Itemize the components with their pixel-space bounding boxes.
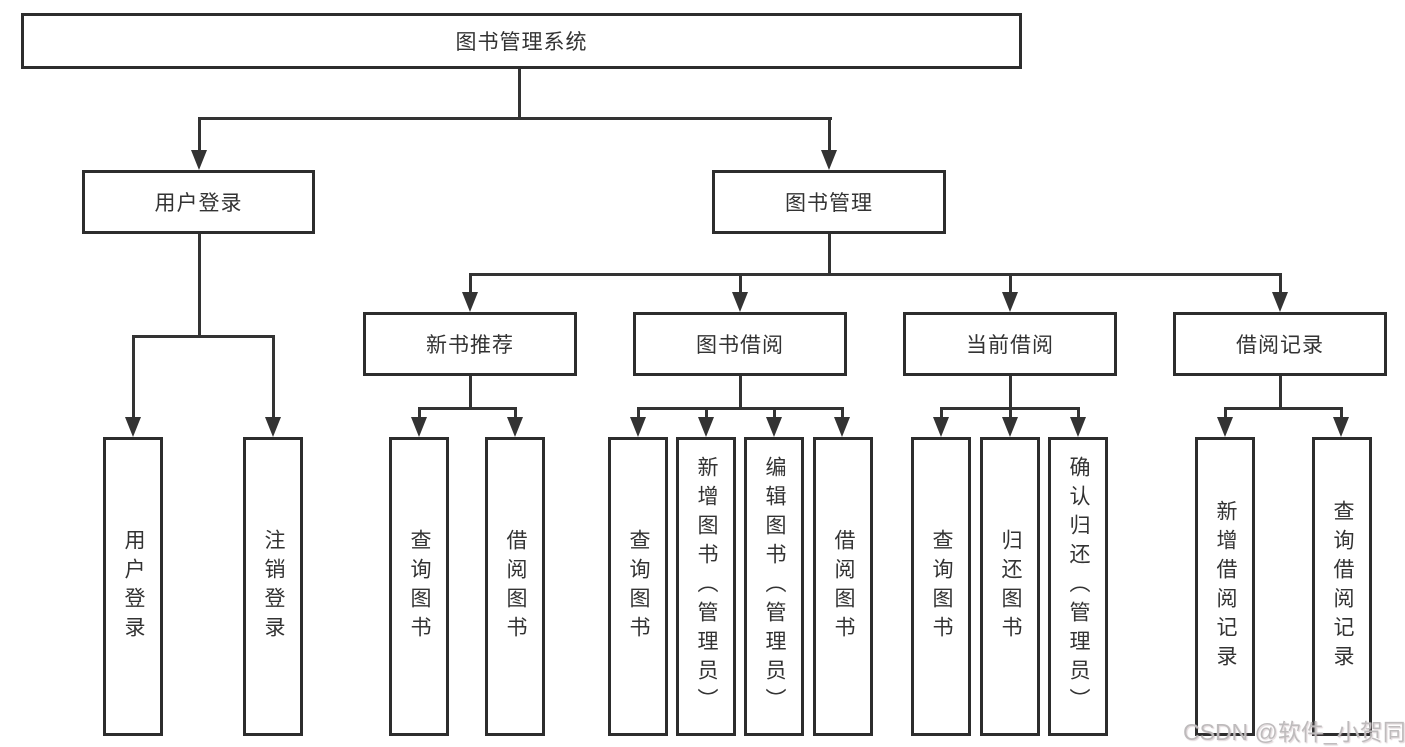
- leaf-return-books: 归还图书: [980, 437, 1040, 736]
- edge-drop-logout: [272, 335, 275, 419]
- edge-g4-drop1: [940, 407, 943, 419]
- leaf-logout: 注销登录: [243, 437, 303, 736]
- leaf-query-borrow-record: 查询借阅记录: [1312, 437, 1372, 736]
- arrowhead-g4-1: [933, 417, 949, 437]
- edge-g5-bar: [1224, 407, 1343, 410]
- node-borrowing-records: 借阅记录: [1173, 312, 1387, 376]
- edge-drop-borrow-record: [1279, 273, 1282, 294]
- arrowhead-book-management: [821, 150, 837, 170]
- edge-g3-drop3: [773, 407, 776, 419]
- edge-drop-current-borrow: [1009, 273, 1012, 294]
- edge-drop-book-management: [828, 117, 831, 152]
- arrowhead-book-borrow: [732, 292, 748, 312]
- arrowhead-logout: [265, 417, 281, 437]
- leaf-label: 确认归还（管理员）: [1067, 456, 1091, 717]
- arrowhead-g2-1: [411, 417, 427, 437]
- leaf-label: 注销登录: [262, 528, 286, 645]
- node-label: 当前借阅: [966, 334, 1054, 357]
- leaf-borrow-books-2: 借阅图书: [813, 437, 873, 736]
- edge-g5-drop2: [1340, 407, 1343, 419]
- csdn-watermark: CSDN @软件_小贺同学: [1183, 719, 1405, 745]
- leaf-label: 查询借阅记录: [1331, 499, 1355, 674]
- node-label: 新书推荐: [426, 334, 514, 357]
- edge-root-stub: [518, 69, 521, 117]
- arrowhead-current-borrow: [1002, 292, 1018, 312]
- edge-drop-user-login: [198, 117, 201, 152]
- edge-g3-bar: [637, 407, 844, 410]
- arrowhead-g3-4: [834, 417, 850, 437]
- edge-g5-drop1: [1224, 407, 1227, 419]
- leaf-query-books-1: 查询图书: [389, 437, 449, 736]
- leaf-label: 归还图书: [999, 528, 1023, 645]
- arrowhead-new-book: [462, 292, 478, 312]
- leaf-label: 查询图书: [408, 528, 432, 645]
- node-label: 图书借阅: [696, 334, 784, 357]
- node-book-borrowing: 图书借阅: [633, 312, 847, 376]
- edge-g4-drop3: [1077, 407, 1080, 419]
- leaf-label: 编辑图书（管理员）: [763, 456, 787, 717]
- leaf-add-books-admin: 新增图书（管理员）: [676, 437, 736, 736]
- arrowhead-g4-3: [1070, 417, 1086, 437]
- arrowhead-g5-1: [1217, 417, 1233, 437]
- edge-g2-drop1: [418, 407, 421, 419]
- leaf-confirm-return-admin: 确认归还（管理员）: [1048, 437, 1108, 736]
- edge-book-management-stub: [828, 234, 831, 273]
- leaf-add-borrow-record: 新增借阅记录: [1195, 437, 1255, 736]
- edge-g4-stub: [1009, 376, 1012, 407]
- edge-g4-drop2: [1009, 407, 1012, 419]
- edge-g3-stub: [739, 376, 742, 407]
- leaf-query-books-2: 查询图书: [608, 437, 668, 736]
- arrowhead-g3-3: [766, 417, 782, 437]
- arrowhead-user-login: [191, 150, 207, 170]
- edge-g2-drop2: [514, 407, 517, 419]
- node-label: 图书管理系统: [455, 31, 588, 54]
- node-label: 借阅记录: [1236, 334, 1324, 357]
- edge-drop-login: [132, 335, 135, 419]
- arrowhead-g3-2: [698, 417, 714, 437]
- edge-g3-drop4: [841, 407, 844, 419]
- edge-level2-bar: [198, 117, 832, 120]
- arrowhead-g3-1: [630, 417, 646, 437]
- edge-g5-stub: [1279, 376, 1282, 407]
- leaf-query-books-3: 查询图书: [911, 437, 971, 736]
- node-user-login: 用户登录: [82, 170, 315, 234]
- node-new-book-recommend: 新书推荐: [363, 312, 577, 376]
- node-book-management: 图书管理: [712, 170, 946, 234]
- leaf-borrow-books-1: 借阅图书: [485, 437, 545, 736]
- edge-g2-stub: [469, 376, 472, 407]
- arrowhead-borrow-record: [1272, 292, 1288, 312]
- leaf-label: 查询图书: [627, 528, 651, 645]
- leaf-label: 查询图书: [930, 528, 954, 645]
- edge-level3-bar: [469, 273, 1282, 276]
- leaf-label: 借阅图书: [504, 528, 528, 645]
- leaf-label: 借阅图书: [832, 528, 856, 645]
- edge-g2-bar: [418, 407, 517, 410]
- node-label: 用户登录: [154, 192, 243, 215]
- leaf-label: 新增图书（管理员）: [695, 456, 719, 717]
- leaf-label: 用户登录: [122, 528, 146, 645]
- arrowhead-g4-2: [1002, 417, 1018, 437]
- node-label: 图书管理: [785, 192, 873, 215]
- edge-g3-drop2: [705, 407, 708, 419]
- leaf-label: 新增借阅记录: [1214, 499, 1238, 674]
- edge-user-login-bar: [132, 335, 275, 338]
- edge-drop-book-borrow: [739, 273, 742, 294]
- arrowhead-login: [125, 417, 141, 437]
- leaf-edit-books-admin: 编辑图书（管理员）: [744, 437, 804, 736]
- node-current-borrowing: 当前借阅: [903, 312, 1117, 376]
- edge-g3-drop1: [637, 407, 640, 419]
- arrowhead-g5-2: [1333, 417, 1349, 437]
- leaf-user-login: 用户登录: [103, 437, 163, 736]
- edge-drop-new-book: [469, 273, 472, 294]
- edge-user-login-stub: [198, 234, 201, 335]
- node-library-management-system: 图书管理系统: [21, 13, 1022, 69]
- arrowhead-g2-2: [507, 417, 523, 437]
